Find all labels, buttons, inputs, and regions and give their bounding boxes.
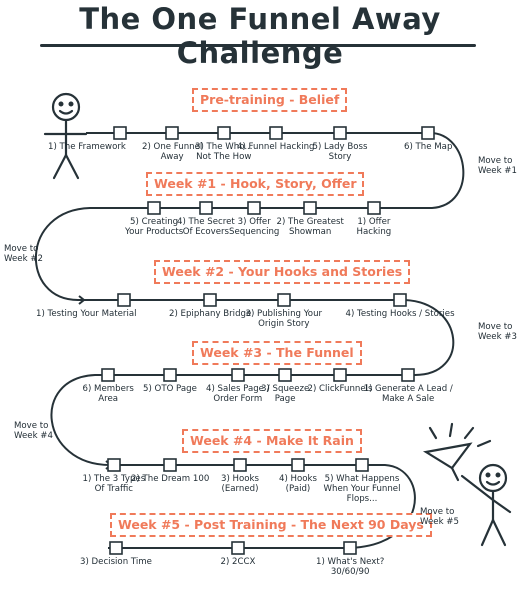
step-node-w2-3	[277, 293, 291, 307]
banner-week-5: Week #5 - Post Training - The Next 90 Da…	[110, 513, 432, 537]
banner-week-2: Week #2 - Your Hooks and Stories	[154, 260, 411, 284]
step-node-pre-5	[333, 126, 347, 140]
step-label-w5-1: 1) What's Next? 30/60/90	[316, 557, 385, 577]
step-node-w3-3	[278, 368, 292, 382]
step-label-w2-1: 1) Testing Your Material	[36, 309, 137, 319]
step-node-pre-2	[165, 126, 179, 140]
step-node-w2-1	[117, 293, 131, 307]
step-node-w3-5	[163, 368, 177, 382]
move-to-week-3: Move to Week #3	[478, 322, 517, 342]
step-label-w4-4: 4) Hooks (Paid)	[279, 474, 317, 494]
step-node-w4-1	[107, 458, 121, 472]
arrowhead	[78, 295, 86, 305]
step-label-w4-3: 3) Hooks (Earned)	[221, 474, 259, 494]
step-node-w3-4	[231, 368, 245, 382]
step-label-pre-2: 2) One Funnel Away	[142, 142, 203, 162]
step-node-w1-3	[247, 201, 261, 215]
step-node-w1-1	[367, 201, 381, 215]
step-label-w2-3: 3) Publishing Your Origin Story	[245, 309, 323, 329]
step-label-pre-1: 1) The Framework	[48, 142, 126, 152]
step-node-w4-5	[355, 458, 369, 472]
step-node-w1-4	[199, 201, 213, 215]
step-label-w4-2: 2) The Dream 100	[131, 474, 210, 484]
step-label-pre-3: 3) The Who... Not The How	[195, 142, 253, 162]
banner-week-3: Week #3 - The Funnel	[192, 341, 362, 365]
step-label-w3-4: 4) Sales Page / Order Form	[206, 384, 270, 404]
step-label-w2-4: 4) Testing Hooks / Stories	[345, 309, 455, 319]
step-label-w5-3: 3) Decision Time	[80, 557, 152, 567]
step-node-w4-2	[163, 458, 177, 472]
step-label-w1-4: 4) The Secret Of Ecovers	[177, 217, 235, 237]
step-node-w5-2	[231, 541, 245, 555]
page-title: The One Funnel Away Challenge	[79, 2, 441, 70]
step-label-pre-5: 5) Lady Boss Story	[312, 142, 368, 162]
banner-pre-training: Pre-training - Belief	[192, 88, 348, 112]
step-node-w1-5	[147, 201, 161, 215]
step-node-pre-4	[269, 126, 283, 140]
step-node-w2-2	[203, 293, 217, 307]
banner-week-4: Week #4 - Make It Rain	[182, 429, 362, 453]
step-label-w3-1: 1) Generate A Lead / Make A Sale	[363, 384, 453, 404]
step-label-w4-1: 1) The 3 Types Of Traffic	[82, 474, 146, 494]
step-label-w3-3: 3) Squeeze Page	[261, 384, 310, 404]
step-node-w4-4	[291, 458, 305, 472]
step-node-w2-4	[393, 293, 407, 307]
title-underline	[40, 44, 476, 47]
step-node-w1-2	[303, 201, 317, 215]
step-label-pre-6: 6) The Map	[404, 142, 453, 152]
move-to-week-2: Move to Week #2	[4, 244, 43, 264]
step-node-w5-1	[343, 541, 357, 555]
funnel-figure-icon	[422, 422, 512, 547]
step-node-w4-3	[233, 458, 247, 472]
move-to-week-1: Move to Week #1	[478, 156, 517, 176]
step-node-pre-6	[421, 126, 435, 140]
step-label-w5-2: 2) 2CCX	[220, 557, 256, 567]
step-node-w5-3	[109, 541, 123, 555]
step-label-w3-2: 2) ClickFunnels	[307, 384, 373, 394]
step-label-w1-3: 3) Offer Sequencing	[229, 217, 280, 237]
step-label-w4-5: 5) What Happens When Your Funnel Flops..…	[323, 474, 401, 504]
step-node-w3-6	[101, 368, 115, 382]
banner-week-1: Week #1 - Hook, Story, Offer	[146, 172, 365, 196]
step-label-w1-5: 5) Creating Your Products	[125, 217, 184, 237]
step-label-w1-2: 2) The Greatest Showman	[276, 217, 344, 237]
move-to-week-4: Move to Week #4	[14, 421, 53, 441]
step-node-w3-2	[333, 368, 347, 382]
step-label-w1-1: 1) Offer Hacking	[356, 217, 392, 237]
step-label-w3-5: 5) OTO Page	[143, 384, 197, 394]
step-label-pre-4: 4) Funnel Hacking	[237, 142, 315, 152]
roadmap-path	[34, 132, 465, 549]
step-label-w3-6: 6) Members Area	[82, 384, 134, 404]
stick-figure-icon	[43, 92, 88, 180]
step-node-pre-1	[113, 126, 127, 140]
step-label-w2-2: 2) Epiphany Bridge	[169, 309, 252, 319]
step-node-w3-1	[401, 368, 415, 382]
move-to-week-5: Move to Week #5	[420, 507, 459, 527]
step-node-pre-3	[217, 126, 231, 140]
